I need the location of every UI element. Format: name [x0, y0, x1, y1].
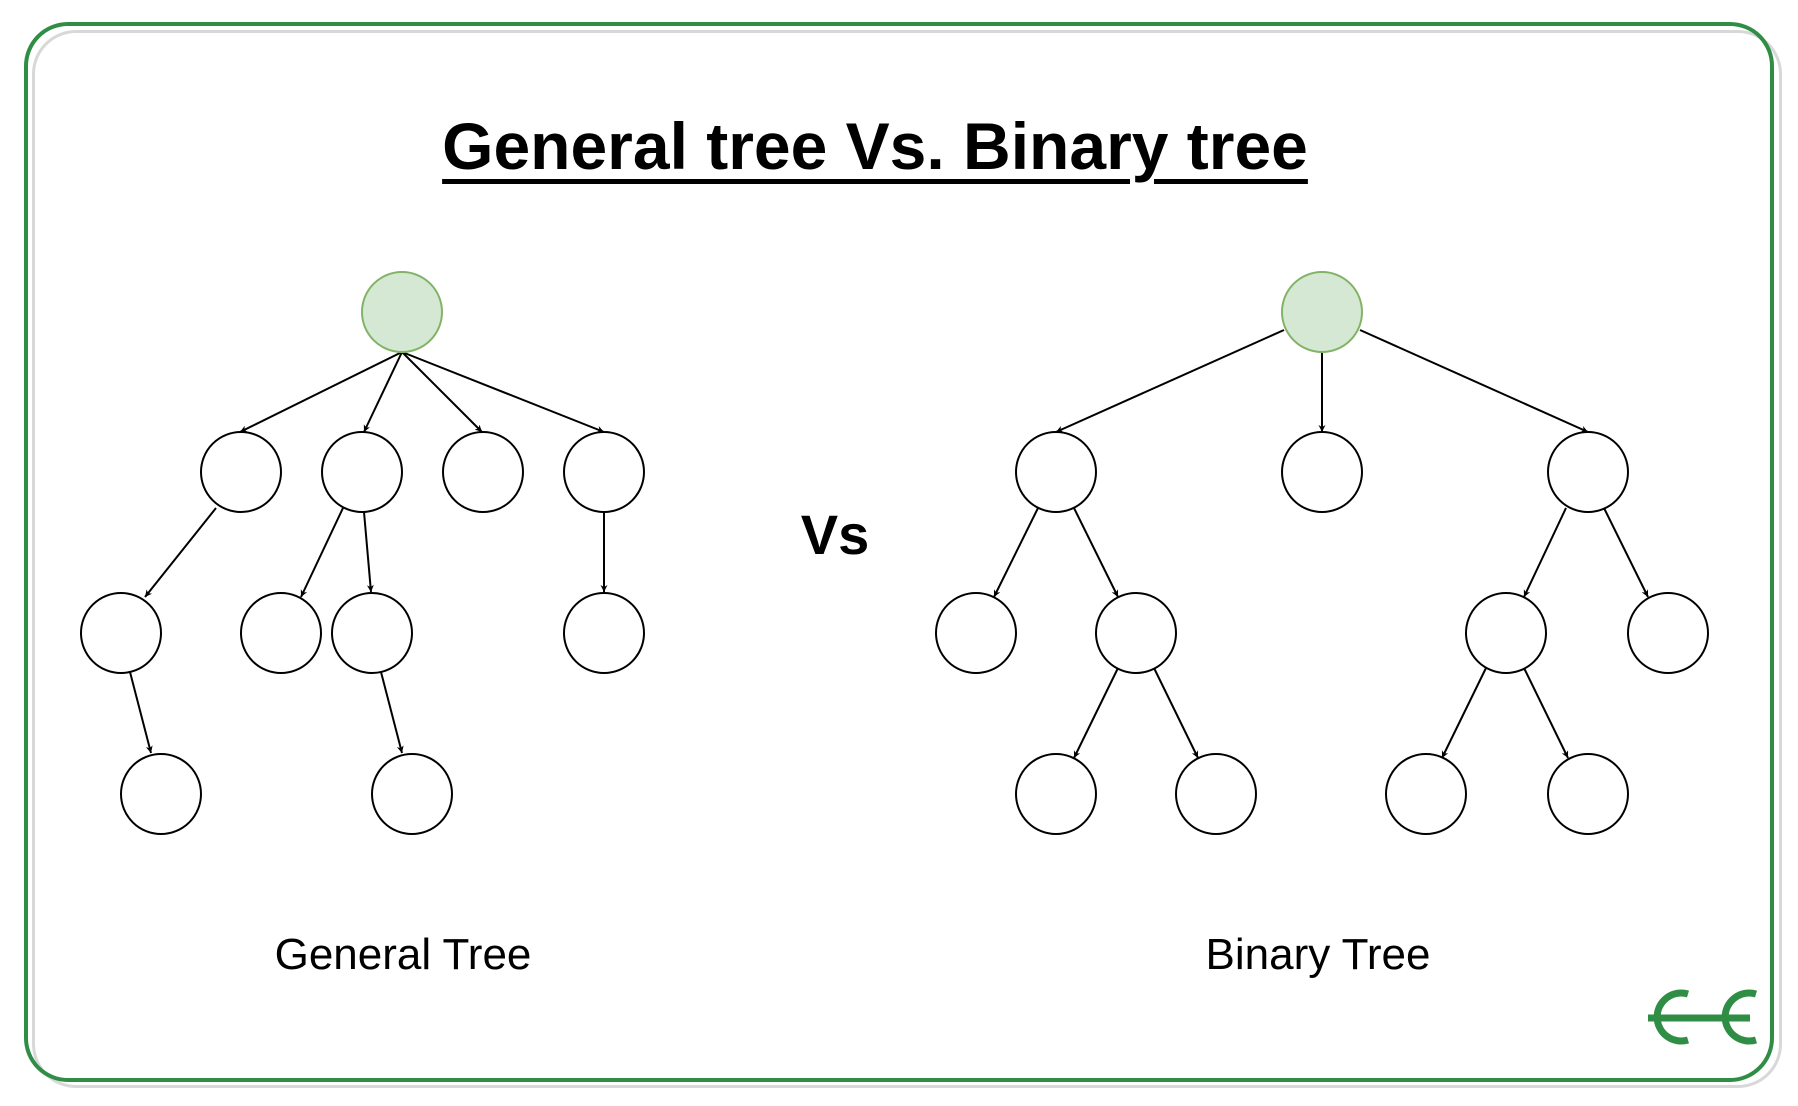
general-edge — [129, 671, 153, 754]
general-node — [331, 592, 413, 674]
binary-edge — [1523, 507, 1567, 598]
binary-edge — [993, 507, 1039, 598]
binary-tree — [935, 271, 1709, 835]
binary-node — [1015, 753, 1097, 835]
binary-edge — [1359, 329, 1589, 433]
general-root-node — [361, 271, 443, 353]
vs-label: Vs — [800, 503, 870, 566]
binary-tree-caption: Binary Tree — [1205, 930, 1431, 979]
binary-root-node — [1281, 271, 1363, 353]
general-edge — [380, 671, 404, 754]
binary-edge — [1523, 667, 1569, 759]
general-node — [371, 753, 453, 835]
binary-node — [1281, 431, 1363, 513]
general-node — [442, 431, 524, 513]
binary-edge — [1603, 507, 1649, 598]
gfg-logo — [1648, 989, 1757, 1045]
binary-edge — [1153, 667, 1199, 759]
general-node — [563, 431, 645, 513]
binary-node — [1465, 592, 1547, 674]
general-edge — [363, 511, 374, 593]
general-node — [120, 753, 202, 835]
binary-node — [1627, 592, 1709, 674]
binary-edge — [1055, 329, 1285, 433]
binary-edge — [1441, 667, 1487, 759]
binary-node — [935, 592, 1017, 674]
binary-node — [1547, 431, 1629, 513]
binary-node — [1175, 753, 1257, 835]
binary-node — [1095, 592, 1177, 674]
general-node — [240, 592, 322, 674]
general-node — [563, 592, 645, 674]
general-edge — [401, 351, 605, 433]
general-edge — [239, 351, 403, 433]
binary-edge — [1073, 507, 1119, 598]
diagram-frame — [24, 22, 1774, 1082]
general-edge — [300, 507, 344, 598]
general-node — [200, 431, 282, 513]
general-tree-caption: General Tree — [274, 930, 532, 979]
binary-node — [1385, 753, 1467, 835]
general-node — [321, 431, 403, 513]
general-node — [80, 592, 162, 674]
binary-edge — [1073, 667, 1119, 759]
card-shadow — [32, 30, 1782, 1088]
general-edge — [363, 351, 403, 433]
binary-node — [1547, 753, 1629, 835]
general-edge — [401, 351, 483, 433]
binary-node — [1015, 431, 1097, 513]
general-tree — [80, 271, 645, 835]
diagram-title: General tree Vs. Binary tree — [442, 109, 1308, 183]
general-edge — [144, 507, 217, 598]
